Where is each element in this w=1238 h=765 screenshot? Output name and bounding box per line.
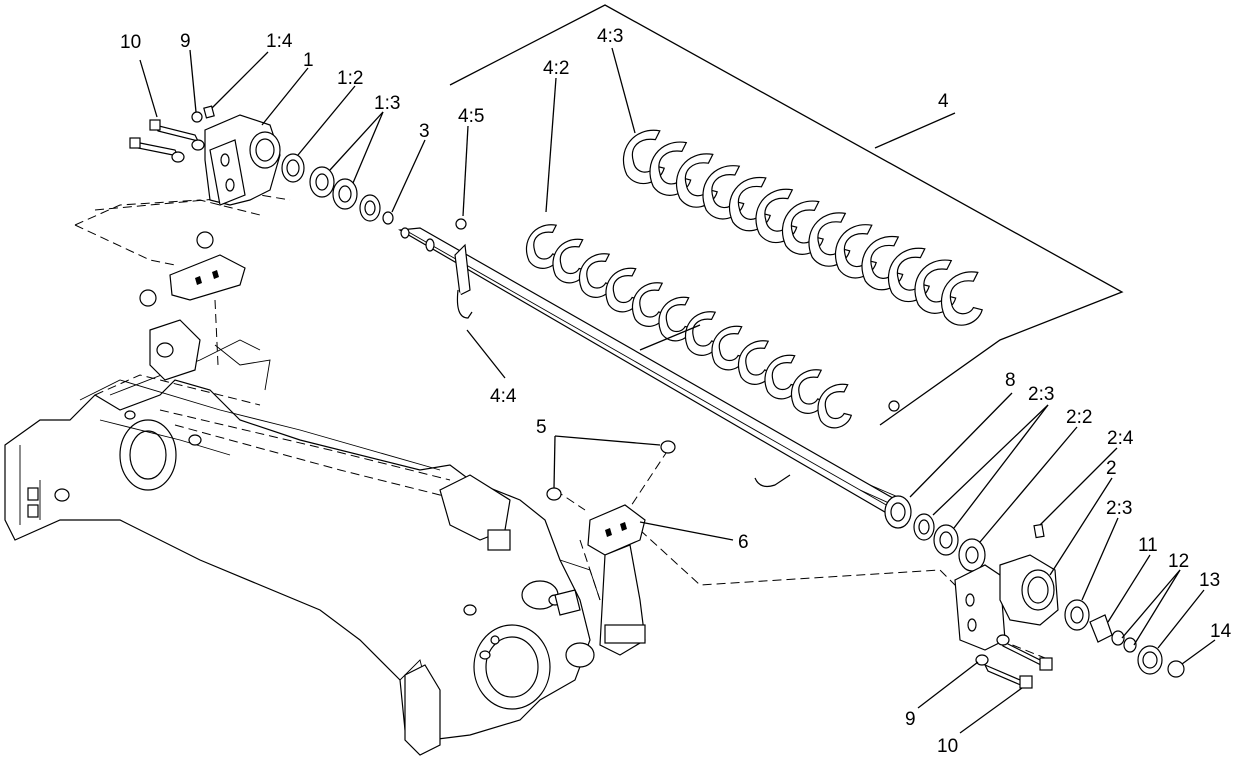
callout-3: 3 bbox=[419, 121, 430, 142]
callout-1-3: 1:3 bbox=[374, 93, 400, 114]
callout-10-bottom: 10 bbox=[937, 736, 958, 757]
callout-2-3-lower: 2:3 bbox=[1106, 498, 1132, 519]
callout-1: 1 bbox=[303, 50, 314, 71]
flight-turn bbox=[940, 271, 983, 326]
callout-6: 6 bbox=[738, 532, 749, 553]
right-bearing-housing bbox=[954, 523, 1059, 651]
right-bearings bbox=[884, 495, 986, 572]
left-bearings bbox=[281, 153, 394, 225]
callout-8: 8 bbox=[1005, 370, 1016, 391]
assembly-4-bracket bbox=[449, 4, 1124, 426]
callout-1-2: 1:2 bbox=[337, 68, 363, 89]
callout-4-2: 4:2 bbox=[543, 58, 569, 79]
callout-2-2: 2:2 bbox=[1066, 407, 1092, 428]
frame-housing bbox=[4, 319, 601, 756]
left-bearing-housing bbox=[129, 105, 281, 206]
callout-1-4: 1:4 bbox=[266, 31, 293, 52]
leader-lines bbox=[139, 47, 1216, 734]
callout-5: 5 bbox=[536, 417, 547, 438]
callout-4-4: 4:4 bbox=[490, 386, 517, 407]
right-hardware bbox=[975, 599, 1185, 689]
callout-14: 14 bbox=[1210, 621, 1232, 642]
callout-4-5: 4:5 bbox=[458, 106, 484, 127]
callout-4-3: 4:3 bbox=[597, 26, 623, 47]
callout-2: 2 bbox=[1106, 458, 1117, 479]
callout-9-top: 9 bbox=[180, 31, 191, 52]
center-bracket bbox=[546, 440, 676, 656]
callout-2-4: 2:4 bbox=[1107, 428, 1134, 449]
callout-2-3-upper: 2:3 bbox=[1028, 384, 1054, 405]
callout-11: 11 bbox=[1138, 535, 1158, 556]
left-mounting-bracket bbox=[139, 231, 246, 307]
auger-flight-front bbox=[525, 224, 853, 429]
callout-4: 4 bbox=[938, 91, 949, 112]
callout-13: 13 bbox=[1199, 570, 1220, 591]
callout-10-top: 10 bbox=[120, 32, 141, 53]
callout-12: 12 bbox=[1168, 551, 1189, 572]
callout-9-bottom: 9 bbox=[905, 709, 916, 730]
callout-labels: 10 9 1:4 1 1:2 1:3 3 4:5 4:2 4:3 4 4:4 8… bbox=[120, 26, 1232, 757]
auger-flight-back bbox=[622, 129, 983, 326]
flight-turn bbox=[817, 383, 853, 429]
